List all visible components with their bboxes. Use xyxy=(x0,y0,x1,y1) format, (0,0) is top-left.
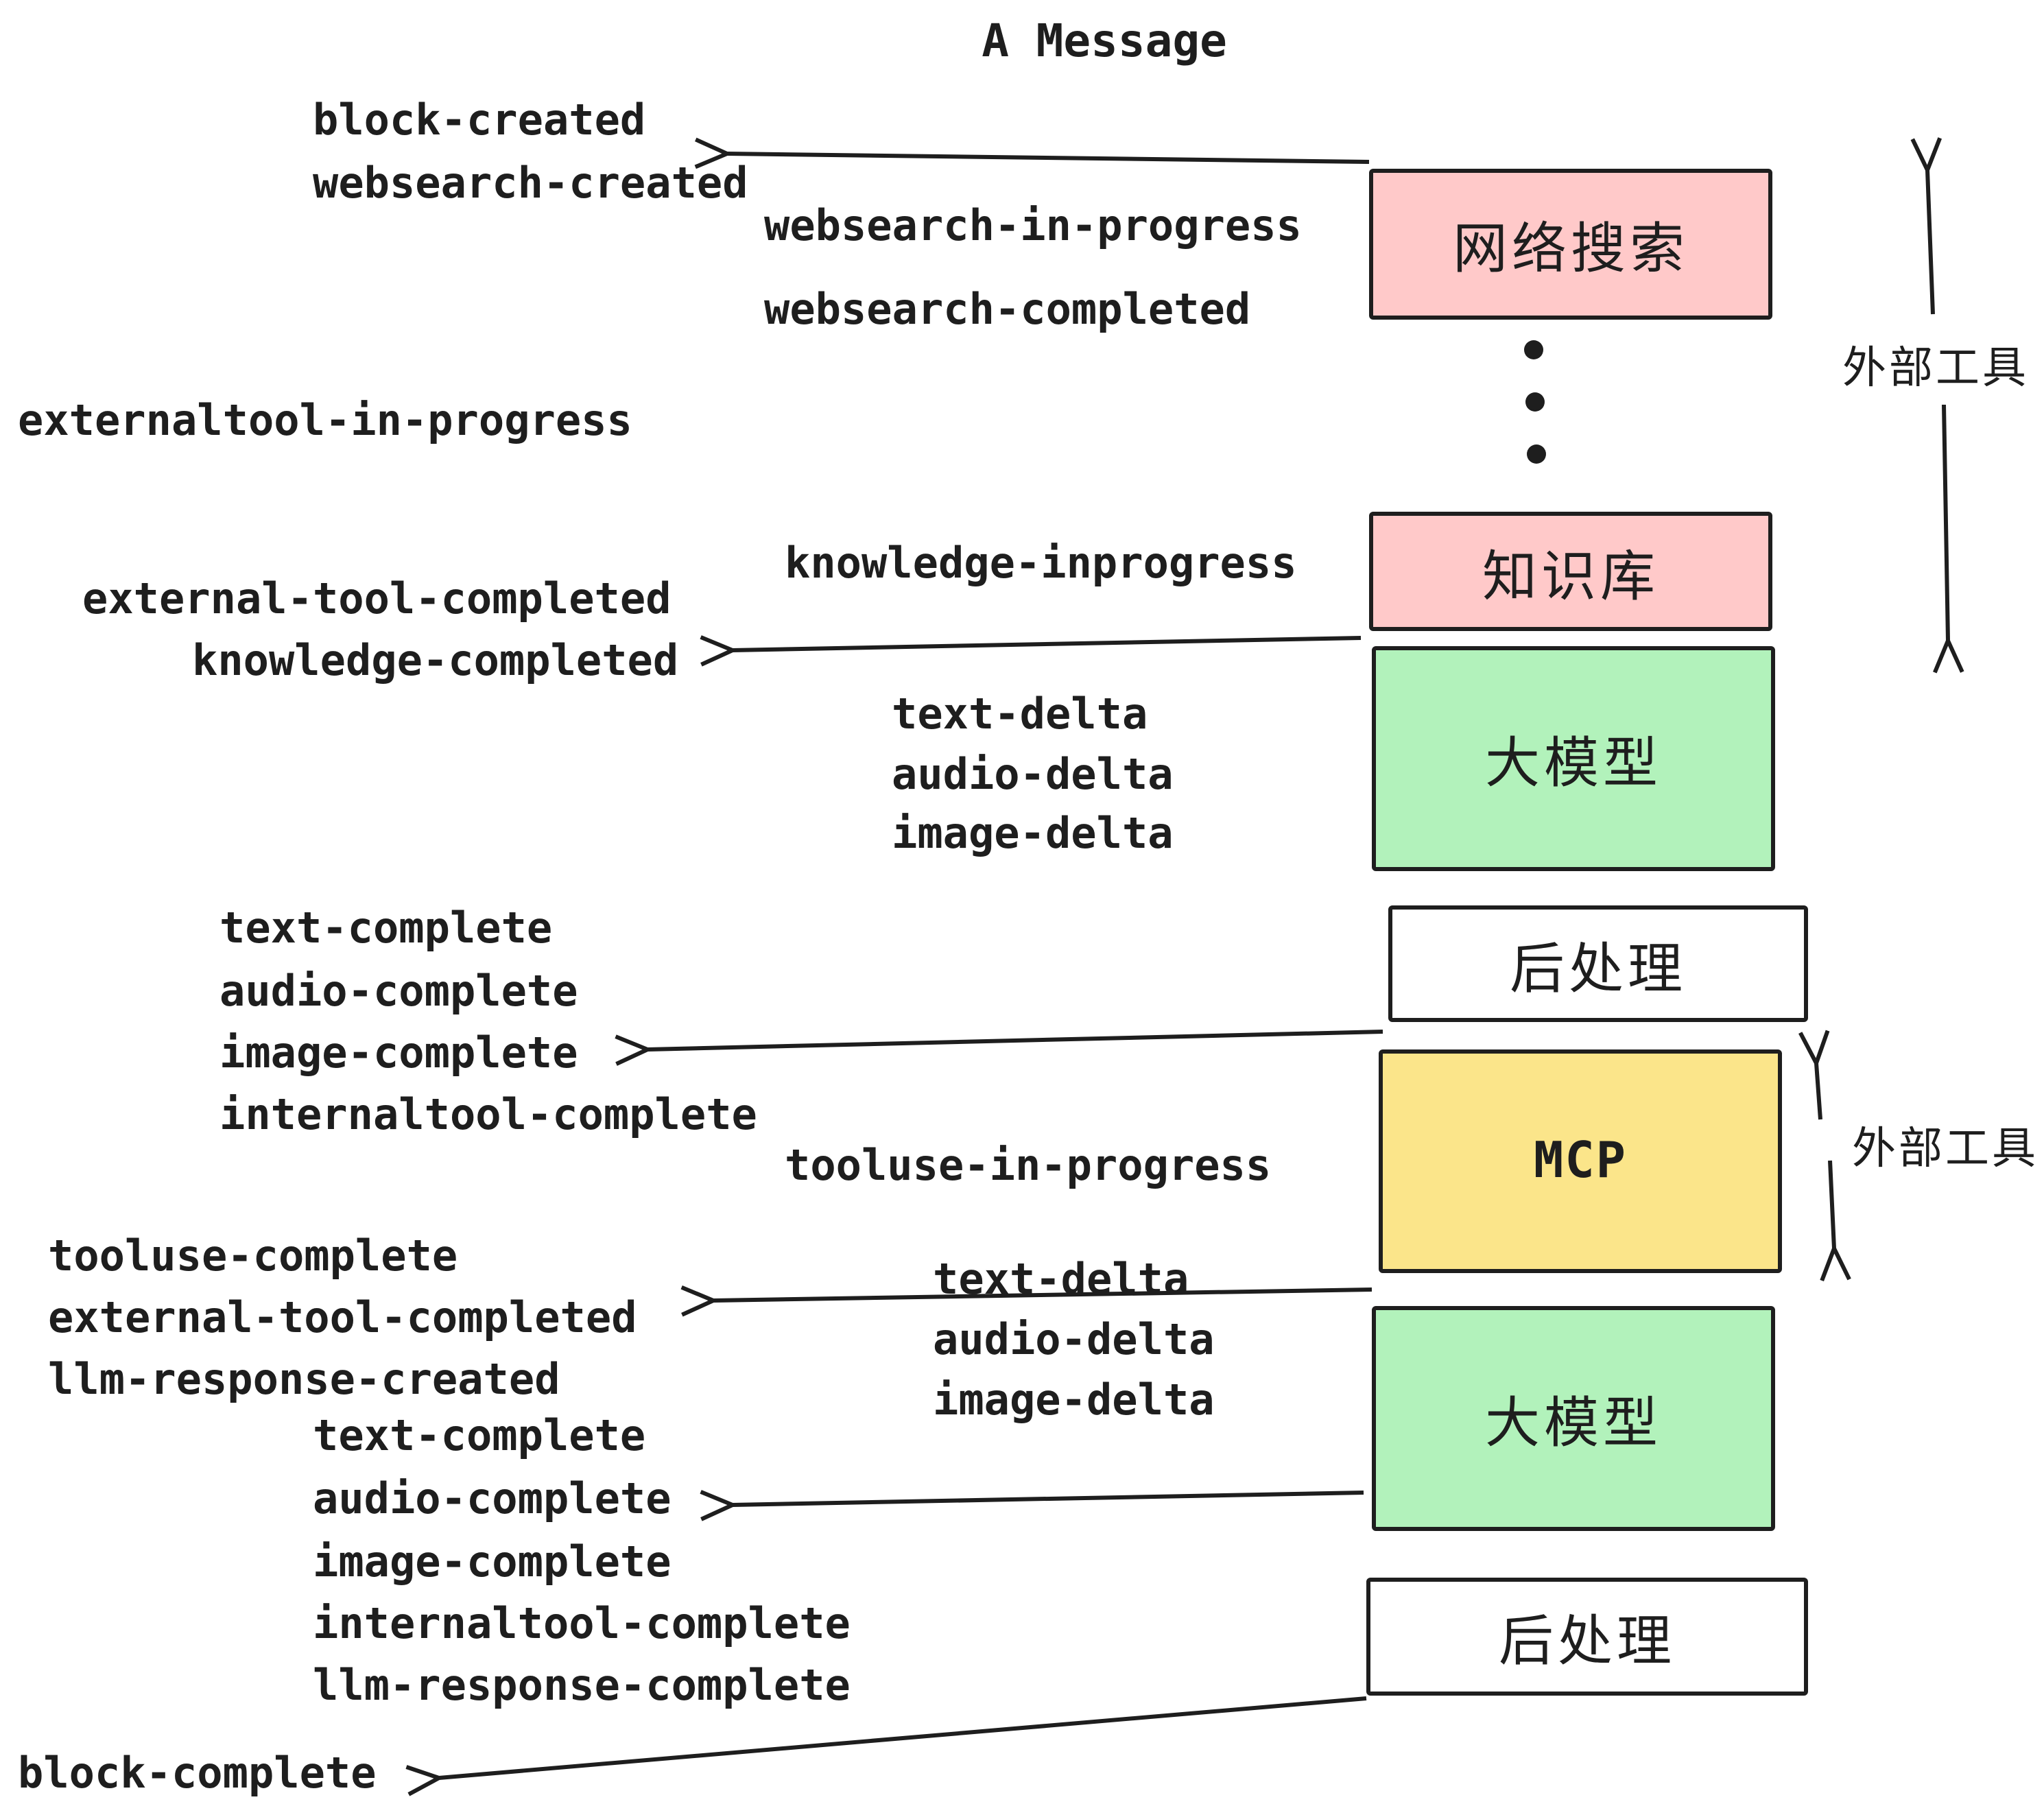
event-label-audio-delta-2: audio-delta xyxy=(933,1316,1215,1365)
event-label-websearch-in-progress: websearch-in-progress xyxy=(764,202,1302,251)
event-label-websearch-completed: websearch-completed xyxy=(764,285,1251,335)
event-label-image-delta-1: image-delta xyxy=(892,809,1174,859)
box-mcp: MCP xyxy=(1379,1049,1782,1273)
box-llm-1-label: 大模型 xyxy=(1485,733,1662,796)
event-label-block-complete: block-complete xyxy=(18,1749,377,1799)
event-label-tooluse-complete: tooluse-complete xyxy=(48,1232,458,1281)
ellipsis-dots xyxy=(1524,340,1546,464)
event-label-llm-response-created: llm-response-created xyxy=(48,1355,560,1405)
event-label-image-complete-1: image-complete xyxy=(219,1029,578,1078)
event-label-audio-complete-2: audio-complete xyxy=(313,1475,672,1524)
external-tools-up-arrow-1 xyxy=(1910,137,1942,315)
box-websearch-label: 网络搜索 xyxy=(1453,218,1689,281)
box-llm-1: 大模型 xyxy=(1372,646,1775,871)
event-label-websearch-created: websearch-created xyxy=(313,159,748,209)
event-label-internaltool-complete-1: internaltool-complete xyxy=(219,1091,757,1140)
event-label-block-created: block-created xyxy=(313,96,646,145)
event-label-text-delta-2: text-delta xyxy=(933,1255,1189,1305)
event-label-image-complete-2: image-complete xyxy=(313,1538,672,1587)
event-label-audio-delta-1: audio-delta xyxy=(892,750,1174,800)
box-websearch: 网络搜索 xyxy=(1369,169,1772,320)
box-llm-2-label: 大模型 xyxy=(1485,1392,1662,1456)
box-postprocess-1-label: 后处理 xyxy=(1510,938,1687,1001)
arrow-knowledge-completed xyxy=(700,635,1362,667)
event-label-external-tool-completed-2: external-tool-completed xyxy=(48,1294,637,1343)
external-tools-up-arrow-2 xyxy=(1798,1030,1830,1120)
arrow-websearch-created xyxy=(694,137,1370,169)
external-tools-annotation-1: 外部工具 xyxy=(1842,342,2030,394)
event-label-knowledge-completed: knowledge-completed xyxy=(192,637,679,686)
event-label-knowledge-inprogress: knowledge-inprogress xyxy=(785,539,1297,589)
box-postprocess-2: 后处理 xyxy=(1366,1578,1808,1696)
box-knowledge: 知识库 xyxy=(1369,512,1772,631)
external-tools-down-arrow-2 xyxy=(1820,1160,1851,1281)
event-label-image-delta-2: image-delta xyxy=(933,1376,1215,1425)
event-label-llm-response-complete: llm-response-complete xyxy=(313,1661,851,1711)
box-llm-2: 大模型 xyxy=(1372,1306,1775,1531)
arrow-audio-complete-2 xyxy=(700,1490,1364,1521)
event-label-text-complete-1: text-complete xyxy=(219,904,553,953)
arrow-image-complete xyxy=(615,1030,1383,1066)
box-postprocess-1: 后处理 xyxy=(1388,905,1808,1022)
box-mcp-label: MCP xyxy=(1533,1133,1628,1189)
event-label-tooluse-in-progress: tooluse-in-progress xyxy=(785,1141,1272,1191)
event-label-externaltool-in-progress: externaltool-in-progress xyxy=(18,396,632,446)
event-label-external-tool-completed-1: external-tool-completed xyxy=(82,575,672,624)
box-postprocess-2-label: 后处理 xyxy=(1499,1611,1676,1674)
event-label-audio-complete-1: audio-complete xyxy=(219,967,578,1017)
event-label-text-delta-1: text-delta xyxy=(892,690,1148,739)
event-label-text-complete-2: text-complete xyxy=(313,1412,646,1461)
diagram-title: A Message xyxy=(982,14,1227,67)
box-knowledge-label: 知识库 xyxy=(1482,545,1659,608)
event-label-internaltool-complete-2: internaltool-complete xyxy=(313,1600,851,1649)
external-tools-annotation-2: 外部工具 xyxy=(1852,1122,2039,1174)
external-tools-down-arrow-1 xyxy=(1933,404,1964,674)
